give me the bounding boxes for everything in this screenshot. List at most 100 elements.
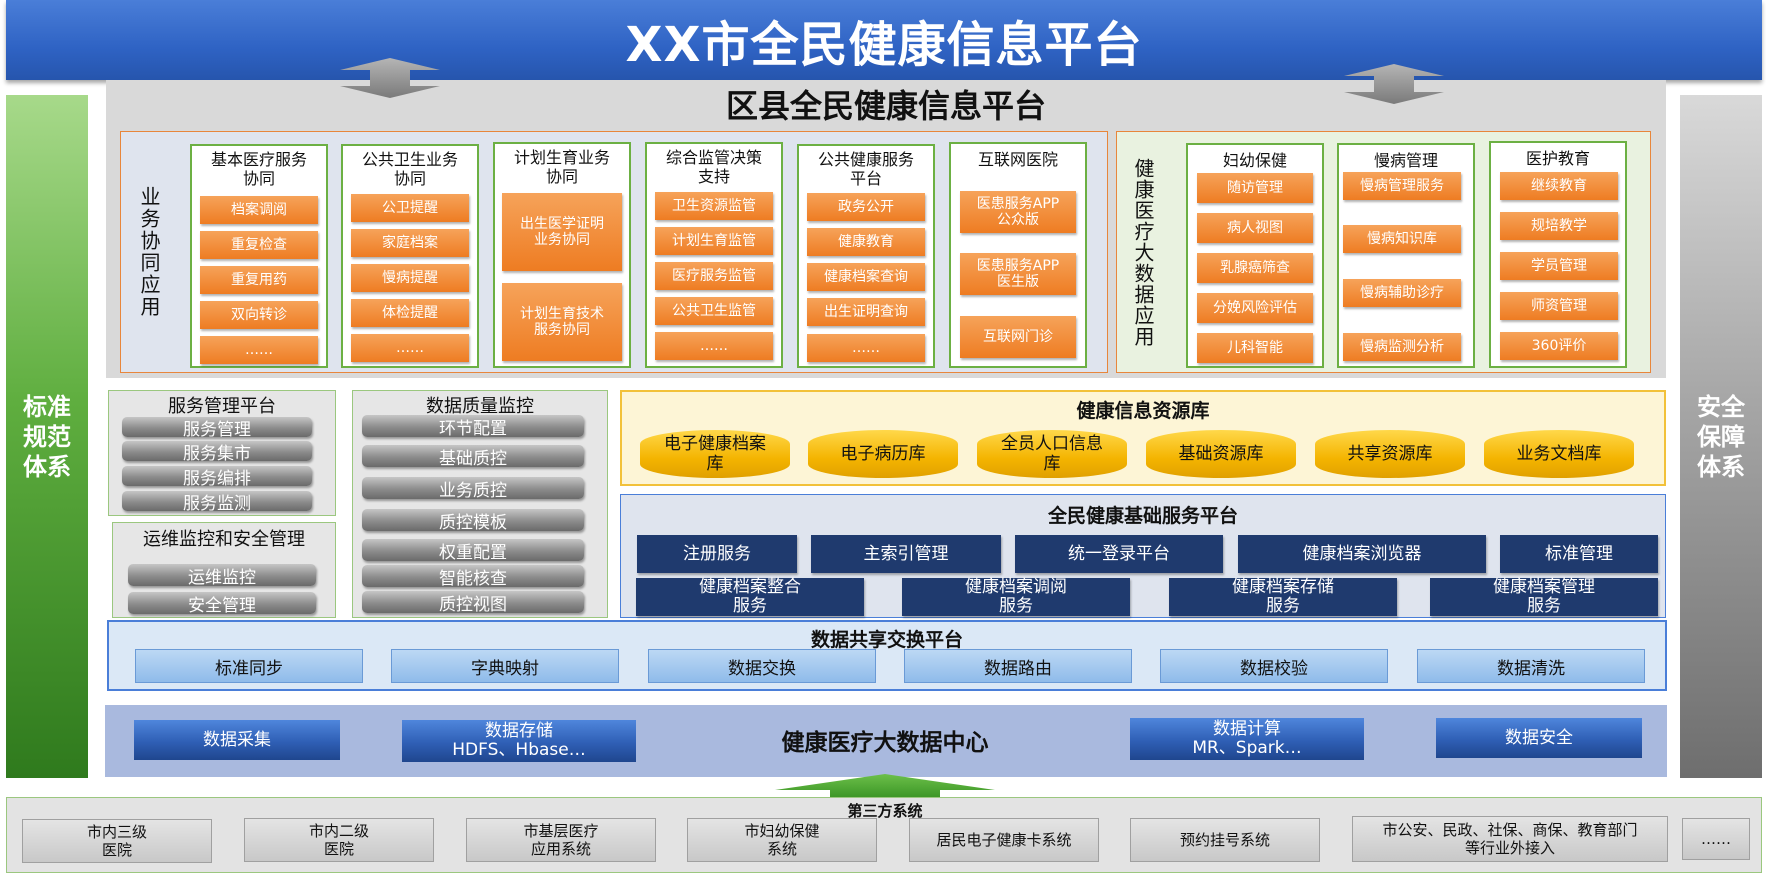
resource-database-cylinder[interactable]: 基础资源库	[1146, 430, 1296, 478]
service-mgmt-item[interactable]: 服务监测	[122, 491, 312, 514]
app-item-button[interactable]: 互联网门诊	[960, 316, 1076, 358]
bigdata-center-button[interactable]: 数据安全	[1436, 718, 1642, 758]
app-item-button[interactable]: 健康教育	[807, 228, 925, 256]
app-item-button[interactable]: 医疗服务监管	[655, 262, 773, 290]
app-item-more-button[interactable]: ……	[655, 332, 773, 360]
base-service-button[interactable]: 标准管理	[1500, 535, 1658, 573]
bigdata-item-button[interactable]: 规培教学	[1500, 212, 1618, 240]
app-item-button[interactable]: 政务公开	[807, 193, 925, 221]
bigdata-center-button[interactable]: 数据存储 HDFS、Hbase…	[402, 720, 636, 762]
app-item-button[interactable]: 健康档案查询	[807, 263, 925, 291]
third-party-system[interactable]: 市妇幼保健 系统	[687, 818, 877, 862]
app-item-button[interactable]: 体检提醒	[351, 299, 469, 327]
bigdata-item-button[interactable]: 儿科智能	[1197, 333, 1313, 363]
bigdata-item-button[interactable]: 慢病监测分析	[1343, 333, 1461, 361]
app-column-supervision	[645, 142, 783, 368]
app-item-button[interactable]: 双向转诊	[200, 301, 318, 329]
app-item-button[interactable]: 慢病提醒	[351, 264, 469, 292]
base-service-button[interactable]: 统一登录平台	[1015, 535, 1223, 573]
third-party-system[interactable]: 预约挂号系统	[1130, 818, 1320, 862]
resource-database-cylinder[interactable]: 共享资源库	[1315, 430, 1465, 478]
bigdata-item-button[interactable]: 继续教育	[1500, 172, 1618, 200]
base-service-button[interactable]: 健康档案整合 服务	[636, 578, 864, 616]
bigdata-item-button[interactable]: 随访管理	[1197, 173, 1313, 203]
app-item-more-button[interactable]: ……	[200, 336, 318, 364]
third-party-system[interactable]: 市内二级 医院	[244, 818, 434, 862]
bigdata-item-button[interactable]: 乳腺癌筛查	[1197, 253, 1313, 283]
app-item-button[interactable]: 重复用药	[200, 266, 318, 294]
ops-mgmt-item[interactable]: 安全管理	[128, 592, 316, 616]
service-mgmt-item[interactable]: 服务集市	[122, 441, 312, 464]
bigdata-item-button[interactable]: 学员管理	[1500, 252, 1618, 280]
third-party-system[interactable]: 市内三级 医院	[22, 819, 212, 863]
sharing-item-button[interactable]: 标准同步	[135, 649, 363, 683]
base-service-button[interactable]: 健康档案调阅 服务	[902, 578, 1130, 616]
business-apps-label: 业务协同应用	[134, 140, 164, 364]
app-item-button[interactable]: 计划生育监管	[655, 227, 773, 255]
data-quality-item[interactable]: 质控模板	[362, 509, 584, 533]
app-item-button[interactable]: 出生证明查询	[807, 298, 925, 326]
third-party-system[interactable]: 居民电子健康卡系统	[909, 818, 1099, 862]
bigdata-center-button[interactable]: 数据采集	[134, 720, 340, 760]
ops-mgmt-item[interactable]: 运维监控	[128, 564, 316, 588]
bigdata-item-button[interactable]: 360评价	[1500, 332, 1618, 360]
data-quality-item[interactable]: 质控视图	[362, 591, 584, 615]
app-item-button[interactable]: 重复检查	[200, 231, 318, 259]
service-mgmt-item[interactable]: 服务编排	[122, 466, 312, 489]
app-item-more-button[interactable]: ……	[351, 334, 469, 362]
third-party-system[interactable]: 市公安、民政、社保、商保、教育部门 等行业外接入	[1352, 816, 1668, 862]
app-item-button[interactable]: 医患服务APP 医生版	[960, 253, 1076, 295]
bigdata-item-button[interactable]: 慢病管理服务	[1343, 172, 1461, 200]
district-platform-title: 区县全民健康信息平台	[725, 87, 1046, 125]
app-item-button[interactable]: 出生医学证明 业务协同	[502, 193, 622, 271]
data-quality-item[interactable]: 权重配置	[362, 539, 584, 563]
base-service-button[interactable]: 健康档案存储 服务	[1169, 578, 1397, 616]
bigdata-item-button[interactable]: 病人视图	[1197, 213, 1313, 243]
bigdata-item-button[interactable]: 师资管理	[1500, 292, 1618, 320]
app-item-more-button[interactable]: ……	[807, 334, 925, 362]
bigdata-item-button[interactable]: 慢病知识库	[1343, 225, 1461, 253]
data-quality-item[interactable]: 基础质控	[362, 445, 584, 469]
base-service-button[interactable]: 主索引管理	[811, 535, 1001, 573]
base-service-button[interactable]: 注册服务	[637, 535, 797, 573]
bigdata-center-button[interactable]: 数据计算 MR、Spark…	[1130, 718, 1364, 760]
resource-database-cylinder[interactable]: 电子病历库	[808, 430, 958, 478]
standards-system-pillar: 标准 规范 体系	[6, 95, 88, 778]
base-service-button[interactable]: 健康档案浏览器	[1238, 535, 1486, 573]
sharing-item-button[interactable]: 数据交换	[648, 649, 876, 683]
sharing-item-button[interactable]: 字典映射	[391, 649, 619, 683]
app-item-button[interactable]: 公共卫生监管	[655, 297, 773, 325]
service-mgmt-item[interactable]: 服务管理	[122, 417, 312, 440]
resource-database-cylinder[interactable]: 业务文档库	[1484, 430, 1634, 478]
third-party-system[interactable]: 市基层医疗 应用系统	[466, 818, 656, 862]
app-column-title: 公共卫生业务 协同	[361, 150, 458, 188]
data-quality-item[interactable]: 智能核查	[362, 565, 584, 589]
third-party-more[interactable]: ……	[1682, 818, 1750, 860]
data-quality-item[interactable]: 业务质控	[362, 477, 584, 501]
bigdata-item-button[interactable]: 分娩风险评估	[1197, 293, 1313, 323]
app-item-button[interactable]: 档案调阅	[200, 196, 318, 224]
base-service-button[interactable]: 健康档案管理 服务	[1430, 578, 1658, 616]
bigdata-center-panel	[105, 705, 1667, 777]
base-service-title: 全民健康基础服务平台	[1047, 504, 1238, 527]
app-column-title: 计划生育业务 协同	[513, 148, 610, 186]
sharing-item-button[interactable]: 数据校验	[1160, 649, 1388, 683]
bigdata-apps-label: 健康医疗大数据应用	[1128, 140, 1158, 364]
bigdata-item-button[interactable]: 慢病辅助诊疗	[1343, 279, 1461, 307]
sharing-item-button[interactable]: 数据清洗	[1417, 649, 1645, 683]
resource-database-cylinder[interactable]: 电子健康档案 库	[640, 430, 790, 478]
data-quality-item[interactable]: 环节配置	[362, 415, 584, 439]
app-item-button[interactable]: 医患服务APP 公众版	[960, 191, 1076, 233]
bigdata-column-title: 慢病管理	[1373, 150, 1438, 170]
security-system-pillar: 安全 保障 体系	[1680, 95, 1762, 778]
sharing-item-button[interactable]: 数据路由	[904, 649, 1132, 683]
app-item-button[interactable]: 公卫提醒	[351, 194, 469, 222]
app-item-button[interactable]: 家庭档案	[351, 229, 469, 257]
app-column-title: 基本医疗服务 协同	[210, 150, 307, 188]
service-mgmt-title: 服务管理平台	[168, 396, 276, 417]
app-item-button[interactable]: 卫生资源监管	[655, 192, 773, 220]
ops-mgmt-title: 运维监控和安全管理	[143, 529, 305, 550]
resource-database-cylinder[interactable]: 全员人口信息 库	[977, 430, 1127, 478]
app-item-button[interactable]: 计划生育技术 服务协同	[502, 283, 622, 361]
app-column-title: 公共健康服务 平台	[817, 150, 914, 188]
